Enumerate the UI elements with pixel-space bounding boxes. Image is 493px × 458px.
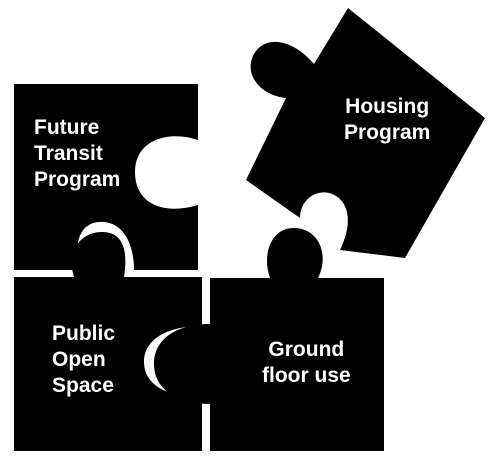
label-line: Transit	[34, 142, 103, 166]
label-line: Housing	[345, 95, 430, 118]
label-ground-floor-use: Ground floor use	[262, 337, 351, 389]
puzzle-piece-open-space	[14, 232, 202, 451]
label-line: Program	[34, 168, 121, 192]
label-line: Open	[52, 348, 106, 372]
label-line: Program	[344, 121, 431, 145]
label-housing-program: Housing Program	[344, 94, 430, 146]
label-public-open-space: Public Open Space	[52, 321, 115, 399]
puzzle-piece-housing	[246, 8, 485, 258]
puzzle-piece-future-transit	[14, 84, 198, 270]
puzzle-piece-ground-floor	[154, 228, 384, 451]
label-line: Ground	[268, 338, 345, 361]
label-line: Public	[52, 322, 116, 345]
label-line: Future	[34, 116, 100, 139]
label-line: floor use	[262, 364, 351, 388]
label-line: Space	[52, 374, 114, 398]
label-future-transit-program: Future Transit Program	[34, 115, 120, 193]
